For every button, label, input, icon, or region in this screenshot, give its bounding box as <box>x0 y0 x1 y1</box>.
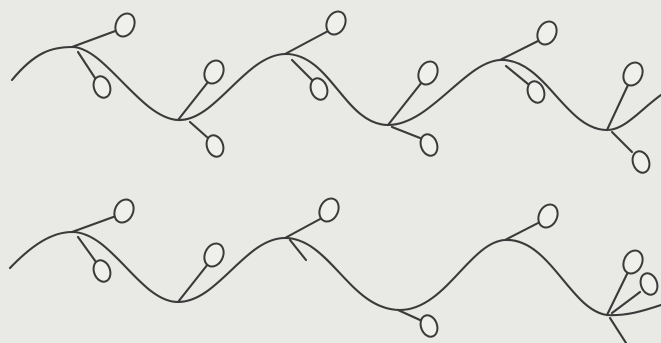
paper-background <box>0 0 661 343</box>
wavy-chain-diagram <box>0 0 661 343</box>
